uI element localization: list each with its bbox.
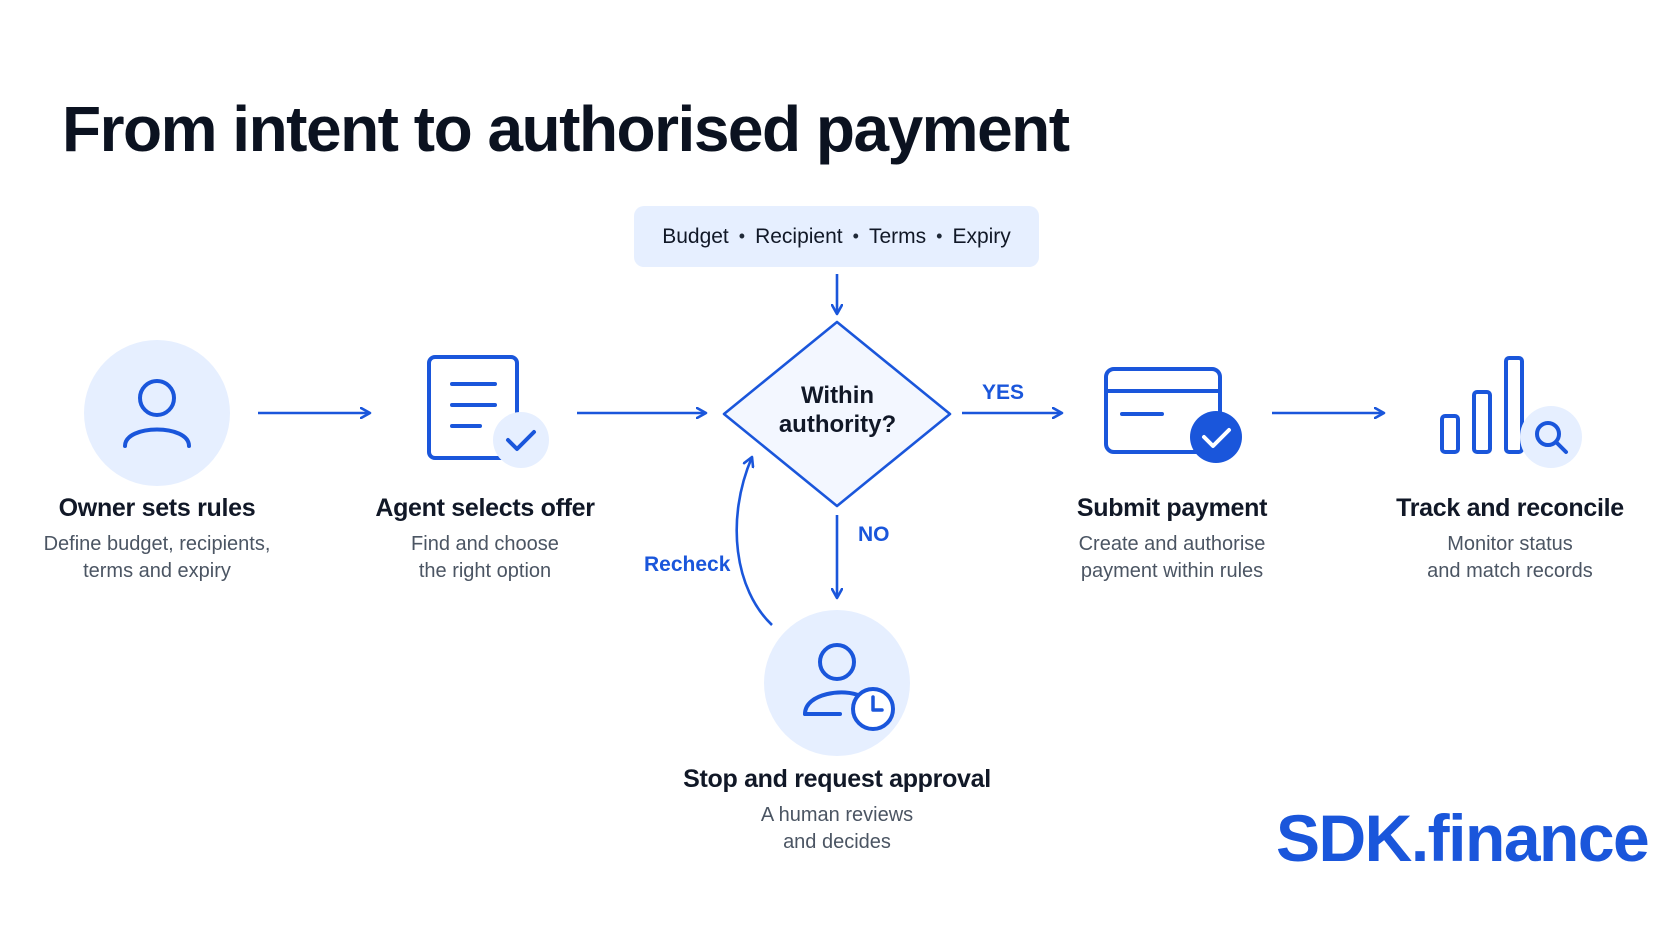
step-approval-desc-line1: A human reviews (760, 804, 914, 826)
decision-diamond (722, 320, 952, 508)
criteria-recipient: Recipient (755, 224, 843, 248)
criteria-separator: • (738, 226, 746, 246)
step-owner-desc-line2: terms and expiry (83, 560, 231, 582)
criteria-terms: Terms (868, 224, 927, 248)
step-track: Track and reconcile Monitor status and m… (1380, 494, 1640, 585)
recheck-label: Recheck (644, 553, 731, 576)
step-owner-desc: Define budget, recipients, terms and exp… (30, 531, 284, 585)
page-title: From intent to authorised payment (62, 93, 1070, 165)
criteria-budget: Budget (662, 224, 729, 248)
criteria-separator: • (852, 226, 859, 246)
step-track-desc: Monitor status and match records (1380, 531, 1640, 585)
step-agent-name: Agent selects offer (375, 494, 595, 522)
criteria-separator: • (936, 226, 943, 246)
step-track-desc-line1: Monitor status (1447, 533, 1573, 555)
step-owner-desc-line1: Define budget, recipients, (43, 533, 271, 555)
step-agent-desc-line2: the right option (418, 560, 552, 582)
step-approval-desc: A human reviews and decides (677, 802, 997, 856)
step-owner: Owner sets rules Define budget, recipien… (30, 494, 284, 585)
step-agent-desc: Find and choose the right option (355, 531, 615, 585)
step-approval-desc-line2: and decides (783, 831, 891, 853)
step-submit-desc: Create and authorise payment within rule… (1052, 531, 1292, 585)
decision-label: Within authority? (778, 382, 897, 438)
step-approval: Stop and request approval A human review… (677, 765, 997, 856)
authority-criteria-box: Budget • Recipient • Terms • Expiry (634, 206, 1039, 267)
step-track-desc-line2: and match records (1427, 560, 1593, 582)
step-submit-text: Submit payment Create and authorise paym… (1052, 494, 1292, 585)
step-track-name: Track and reconcile (1396, 494, 1624, 522)
step-agent: Agent selects offer Find and choose the … (355, 494, 615, 585)
document-check-icon (427, 355, 549, 468)
step-agent-desc-line1: Find and choose (411, 533, 559, 555)
no-label: NO (858, 523, 890, 546)
user-icon (84, 340, 230, 486)
criteria-expiry: Expiry (952, 224, 1011, 248)
card-check-icon (1104, 367, 1242, 463)
yes-label: YES (982, 381, 1025, 404)
user-clock-icon (764, 610, 910, 756)
chart-search-icon (1440, 356, 1582, 468)
step-approval-name: Stop and request approval (683, 765, 991, 793)
brand-logo: SDK.finance (1276, 801, 1650, 875)
step-submit-desc-line2: payment within rules (1080, 560, 1264, 582)
arrow-recheck (735, 457, 773, 626)
step-submit-name: Submit payment (1076, 494, 1268, 522)
step-owner-name: Owner sets rules (58, 494, 256, 522)
step-submit-desc-line1: Create and authorise (1078, 533, 1266, 555)
